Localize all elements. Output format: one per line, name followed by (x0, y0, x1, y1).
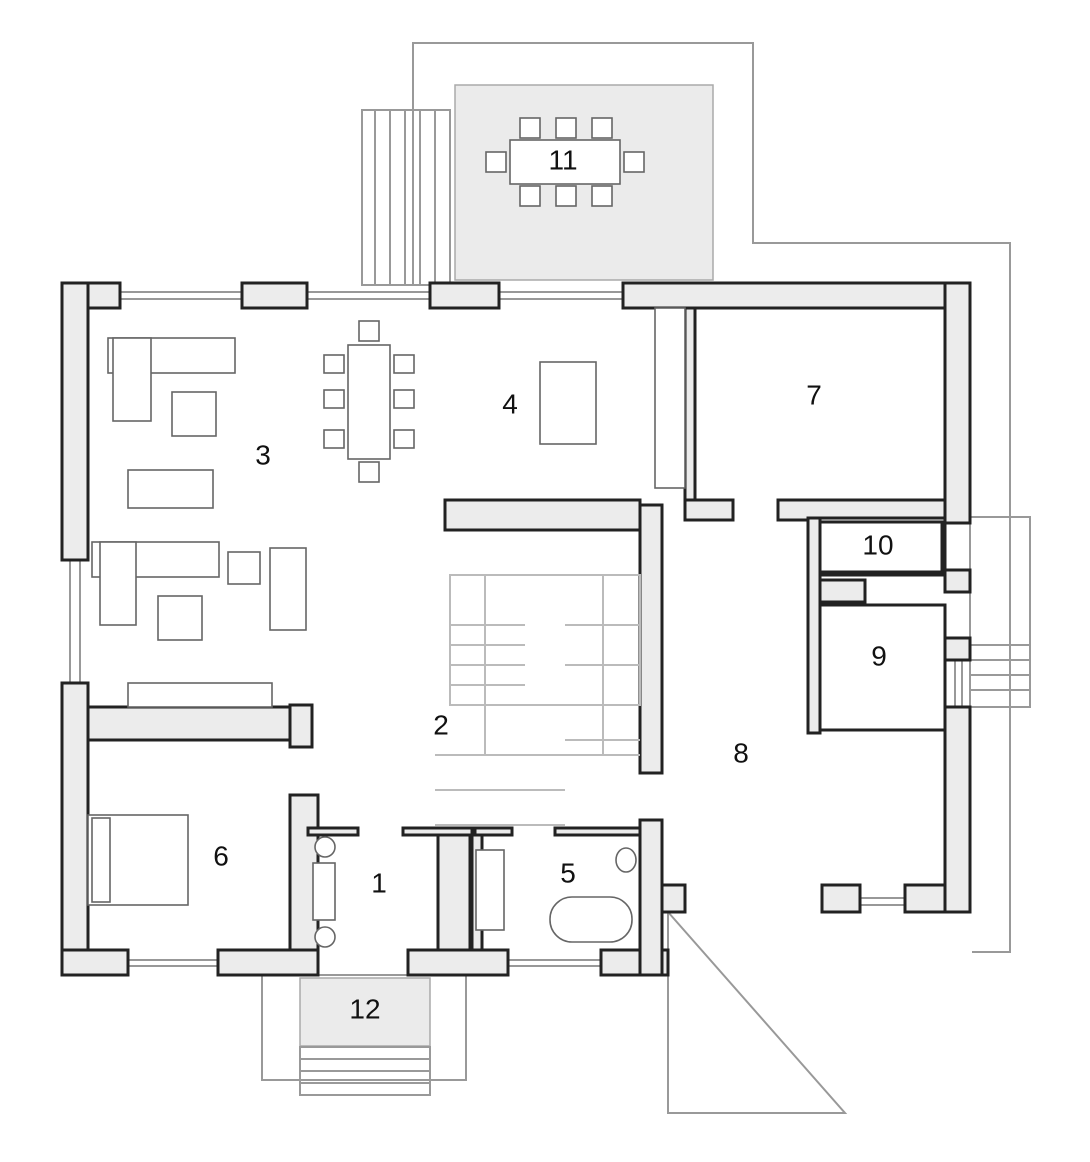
room-label-6: 6 (213, 840, 229, 871)
room-label-3: 3 (255, 439, 271, 470)
room-label-1: 1 (371, 867, 387, 898)
terrace-dining-set (485, 117, 645, 207)
side-steps (969, 516, 1031, 708)
room-10-area (818, 520, 944, 574)
side-canopy (667, 909, 848, 1114)
room-label-2: 2 (433, 709, 449, 740)
room-label-4: 4 (502, 388, 518, 419)
room-label-11: 11 (548, 144, 577, 175)
windows (69, 291, 963, 967)
front-steps (299, 1046, 431, 1096)
rear-steps (361, 109, 451, 286)
bedroom-bath-furniture (87, 814, 637, 948)
room-label-9: 9 (871, 640, 887, 671)
living-room-furniture (91, 307, 686, 708)
room-label-8: 8 (733, 737, 749, 768)
room-label-5: 5 (560, 857, 576, 888)
room-label-12: 12 (349, 993, 380, 1024)
room-labels: 1 2 3 4 5 6 7 8 9 10 11 12 (213, 144, 893, 1024)
staircase (435, 574, 641, 826)
room-label-7: 7 (806, 379, 822, 410)
room-9-area (818, 603, 947, 732)
room-label-10: 10 (862, 529, 893, 560)
porch-outline (261, 974, 467, 1081)
porch-12 (299, 977, 431, 1047)
